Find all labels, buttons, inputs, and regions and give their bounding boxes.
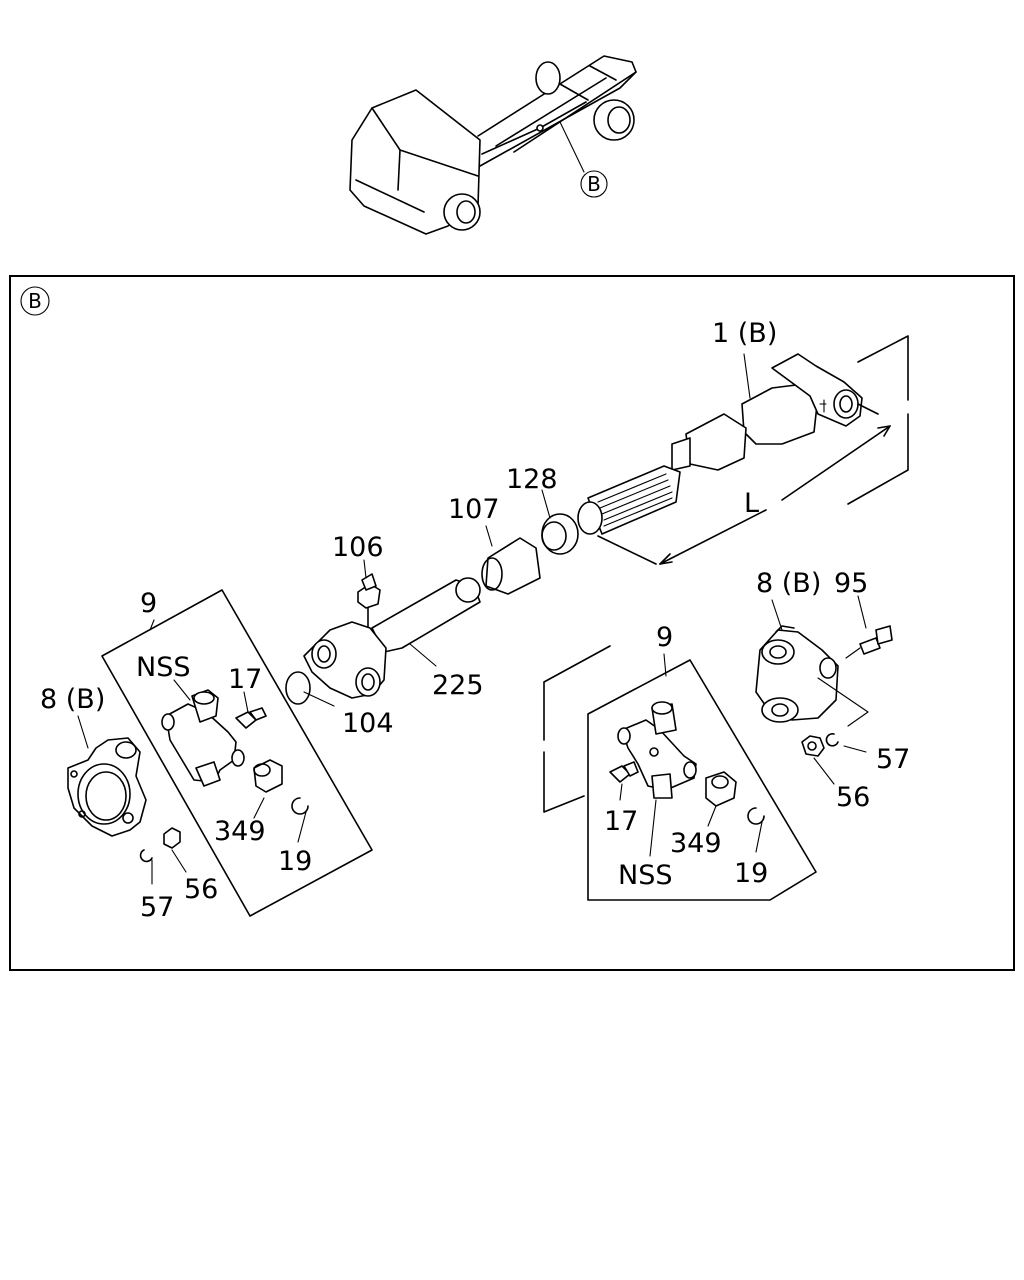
label-19-left: 19: [278, 846, 312, 877]
label-8b-left: 8 (B): [40, 684, 105, 715]
right-flange-yoke: [755, 625, 893, 757]
detail-label-b: B: [28, 289, 42, 313]
label-106: 106: [332, 532, 384, 563]
left-kit: [101, 589, 373, 917]
label-349-left: 349: [214, 816, 266, 847]
label-349-right: 349: [670, 828, 722, 859]
label-nss-right: NSS: [618, 860, 672, 891]
label-nss-left: NSS: [136, 652, 190, 683]
label-56-right: 56: [836, 782, 870, 813]
part-labels: 1 (B) L 128 107 106 225 104 9 NSS 17 8 (…: [40, 318, 910, 923]
truck-overview: B: [349, 55, 637, 235]
detail-frame: [9, 275, 1015, 971]
label-l-dimension: L: [744, 488, 759, 519]
label-225: 225: [432, 670, 484, 701]
label-56-left: 56: [184, 874, 218, 905]
label-17-right: 17: [604, 806, 638, 837]
label-9-right: 9: [656, 622, 673, 653]
label-57-right: 57: [876, 744, 910, 775]
label-104: 104: [342, 708, 394, 739]
label-19-right: 19: [734, 858, 768, 889]
right-kit: [543, 645, 817, 901]
left-flange-yoke: [67, 737, 181, 863]
label-107: 107: [448, 494, 500, 525]
label-128: 128: [506, 464, 558, 495]
callout-b: B: [587, 172, 601, 196]
shaft-assembly: [285, 335, 909, 705]
label-17-left: 17: [228, 664, 262, 695]
label-8b-right: 8 (B): [756, 568, 821, 599]
label-95: 95: [834, 568, 868, 599]
label-1b: 1 (B): [712, 318, 777, 349]
label-57-left: 57: [140, 892, 174, 923]
label-9-left: 9: [140, 588, 157, 619]
